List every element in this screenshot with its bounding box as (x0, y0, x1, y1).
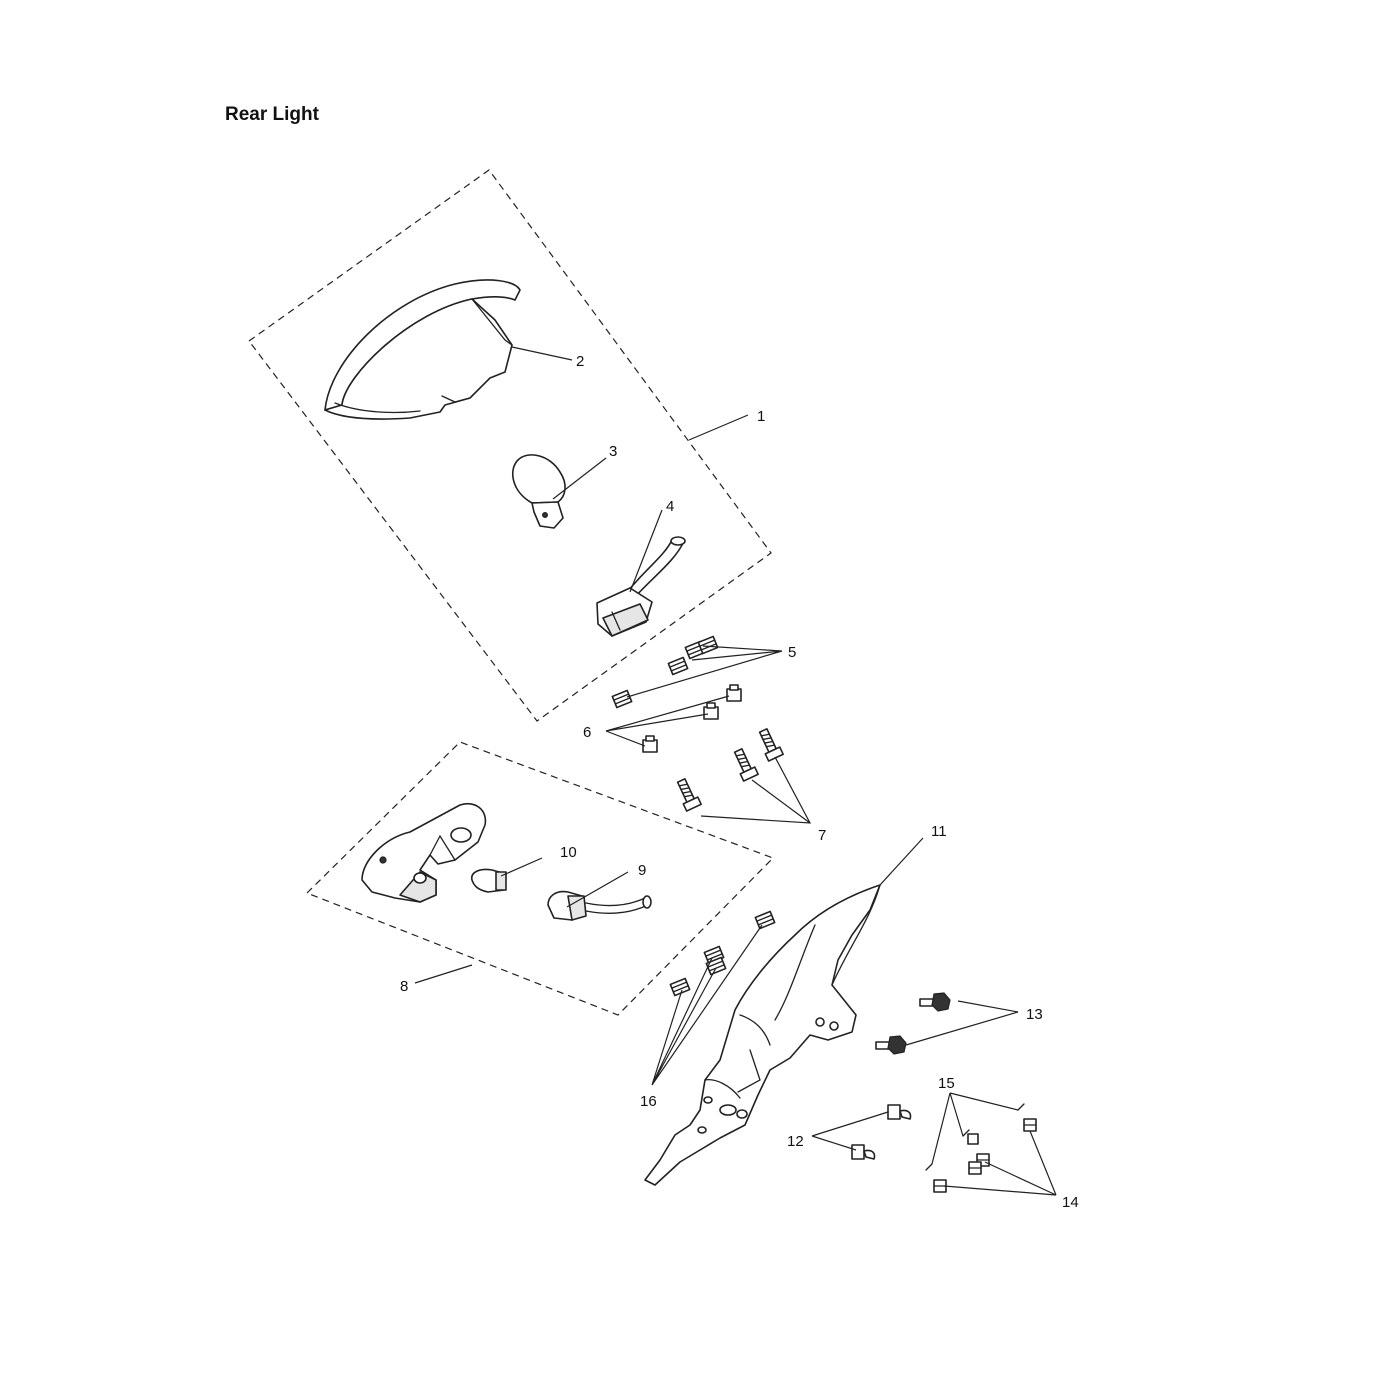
callout-14: 14 (1062, 1194, 1079, 1211)
clip-group-12 (851, 1104, 912, 1160)
clip (887, 1104, 912, 1120)
spacer-group-6 (642, 684, 742, 753)
spacer (703, 702, 719, 720)
clip (851, 1144, 876, 1160)
bolt (676, 778, 702, 812)
spacer (642, 735, 658, 753)
spacer (726, 684, 742, 702)
callout-1: 1 (757, 408, 765, 425)
screw (925, 1163, 933, 1171)
hex-bolt (875, 1035, 907, 1055)
clip-nut (705, 956, 727, 976)
callout-4: 4 (666, 498, 674, 515)
callout-16: 16 (640, 1093, 657, 1110)
callout-7: 7 (818, 827, 826, 844)
callout-labels: 1 2 3 4 5 6 7 8 9 10 11 12 13 14 15 16 (400, 353, 1079, 1211)
rear-light-lens-part (324, 279, 521, 420)
bolt (733, 748, 759, 782)
rear-light-bulb-holder-part (596, 536, 686, 637)
clip-nut (697, 635, 719, 655)
callout-13: 13 (1026, 1006, 1043, 1023)
page-title: Rear Light (225, 104, 319, 125)
rear-light-assembly-box (248, 169, 772, 722)
rear-light-bulb-part (511, 454, 566, 529)
callout-5: 5 (788, 644, 796, 661)
bolt (758, 728, 784, 762)
number-plate-bulb-holder-part (547, 890, 652, 921)
callout-2: 2 (576, 353, 584, 370)
nut (968, 1161, 982, 1175)
callout-6: 6 (583, 724, 591, 741)
clip-nut-group-5 (611, 635, 719, 709)
number-plate-light-housing-part (361, 803, 487, 903)
number-plate-bulb-part (470, 868, 507, 893)
clip-nut (611, 689, 633, 709)
callout-10: 10 (560, 844, 577, 861)
bolt-group-7 (676, 728, 784, 812)
nut-group-14 (933, 1118, 1037, 1193)
clip-nut (669, 977, 691, 997)
callout-12: 12 (787, 1133, 804, 1150)
clip-nut (667, 656, 689, 676)
clip-nut (754, 910, 776, 930)
clip-nut-group-16 (669, 910, 776, 997)
callout-11: 11 (931, 823, 947, 840)
hex-bolt (919, 992, 951, 1012)
screw-head (967, 1133, 979, 1145)
callout-8: 8 (400, 978, 408, 995)
screw (1017, 1103, 1025, 1111)
callout-9: 9 (638, 862, 646, 879)
callout-15: 15 (938, 1075, 955, 1092)
number-plate-bracket-part (644, 884, 881, 1186)
screw-group-15 (925, 1103, 1025, 1171)
number-plate-light-assembly-box (305, 741, 775, 1016)
nut (1023, 1118, 1037, 1132)
screw (962, 1129, 970, 1137)
hex-bolt-group-13 (875, 992, 951, 1055)
leader-lines (414, 346, 1057, 1196)
callout-3: 3 (609, 443, 617, 460)
